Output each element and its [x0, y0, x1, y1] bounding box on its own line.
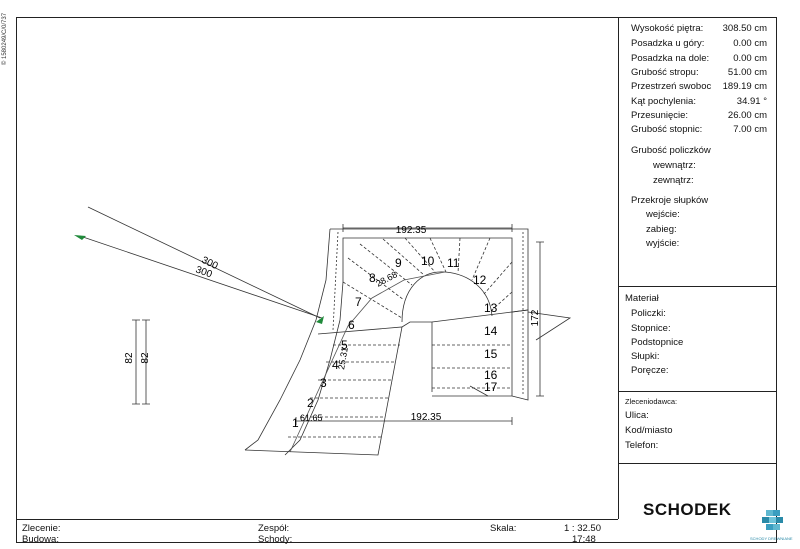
dim-right-label: 172 [530, 309, 541, 326]
cube-logo-icon [762, 510, 783, 530]
bottom-floor-value: 0.00 cm [733, 53, 767, 64]
step-number: 9 [395, 256, 402, 270]
flight-outer [244, 326, 403, 456]
rail-line-a [87, 206, 321, 319]
tread-value: 7.00 cm [733, 124, 767, 135]
client-title: Zleceniodawca: [625, 397, 678, 406]
offset-label: Przesunięcie: [631, 110, 689, 121]
step-number: 3 [320, 376, 327, 390]
height-label: Wysokość piętra: [631, 23, 704, 34]
flight-inner [401, 321, 433, 392]
title-block: Zlecenie: Budowa: Zespół: Schody: Skala:… [16, 519, 618, 545]
client-phone: Telefon: [625, 440, 659, 451]
step-number: 12 [473, 273, 487, 287]
angle-value: 34.91 ° [736, 96, 767, 107]
step-number: 17 [484, 380, 498, 394]
exit-label: wyjście: [646, 238, 680, 249]
offset-value: 26.00 cm [727, 110, 767, 121]
step-number: 16 [484, 368, 498, 382]
logo-panel: SCHODEK [618, 464, 777, 519]
entry-label: wejście: [646, 209, 680, 220]
step-number: 4 [332, 358, 339, 372]
step-number: 14 [484, 324, 498, 338]
small-dim-b-label: 25.31 [336, 346, 350, 370]
outer-label: zewnątrz: [653, 175, 694, 186]
right-flight-box [431, 311, 513, 397]
spec-panel: Wysokość piętra: 308.50 cm Posadzka u gó… [618, 17, 777, 287]
dim-left-b-label: 82 [140, 352, 151, 364]
height-value: 308.50 cm [722, 23, 767, 34]
step-number: 5 [341, 338, 348, 352]
tread-label: Grubość stopnic: [631, 124, 703, 135]
step-number: 6 [348, 318, 355, 332]
dim-left-a-label: 82 [124, 352, 135, 364]
material-rails: Poręcze: [631, 365, 669, 376]
material-panel: Materiał Policzki: Stopnice: Podstopnice… [618, 287, 777, 392]
time-value: 17:48 [572, 534, 596, 545]
step-number: 8 [369, 271, 376, 285]
posts-label: Przekroje słupków [631, 195, 709, 206]
walk-line [289, 271, 446, 453]
stairs-label: Schody: [258, 534, 293, 545]
scale-label: Skala: [490, 523, 517, 534]
material-stringers: Policzki: [631, 308, 666, 319]
material-posts: Słupki: [631, 351, 660, 362]
brand-caption: SCHODY DREWNIANE [750, 536, 793, 541]
free-space-label: Przestrzeń swoboc [631, 81, 712, 92]
step-number: 2 [307, 396, 314, 410]
angle-label: Kąt pochylenia: [631, 96, 696, 107]
step-number: 11 [447, 256, 460, 270]
team-label: Zespół: [258, 523, 290, 534]
brand-logo: SCHODEK [643, 500, 732, 519]
stringer-label: Grubość policzków [631, 145, 711, 156]
dim-bottom-label: 192.35 [411, 412, 442, 423]
material-title: Materiał [625, 293, 659, 304]
client-city: Kod/miasto [625, 425, 673, 436]
entry-arrow [74, 235, 86, 240]
rail-line-b [79, 235, 323, 319]
step-number: 7 [355, 295, 362, 309]
small-dim-a-label: 28.68 [374, 269, 399, 288]
small-dim-c-label: 61.65 [300, 413, 323, 423]
sheet-frame [16, 17, 777, 543]
client-street: Ulica: [625, 410, 649, 421]
client-panel: Zleceniodawca: Ulica: Kod/miasto Telefon… [618, 392, 777, 464]
order-label: Zlecenie: [22, 523, 61, 534]
material-risers: Podstopnice [631, 337, 684, 348]
bottom-floor-label: Posadzka na dole: [631, 53, 710, 64]
outer-wall-left [244, 228, 331, 451]
ceiling-label: Grubość stropu: [631, 67, 699, 78]
step-number: 1 [292, 416, 299, 430]
inner-label: wewnątrz: [653, 160, 696, 171]
step-number: 13 [484, 301, 498, 315]
top-floor-value: 0.00 cm [733, 38, 767, 49]
building-label: Budowa: [22, 534, 59, 545]
step-number: 15 [484, 347, 498, 361]
dim-top-label: 192.35 [396, 225, 427, 236]
material-treads: Stopnice: [631, 323, 671, 334]
scale-value: 1 : 32.50 [564, 523, 601, 534]
step-number: 10 [421, 254, 435, 268]
free-space-value: 189.19 cm [722, 81, 767, 92]
right-wall [511, 309, 529, 401]
turn-label: zabieg: [646, 224, 677, 235]
top-floor-label: Posadzka u góry: [631, 38, 705, 49]
ceiling-value: 51.00 cm [727, 67, 767, 78]
landing-arrow [316, 316, 324, 324]
